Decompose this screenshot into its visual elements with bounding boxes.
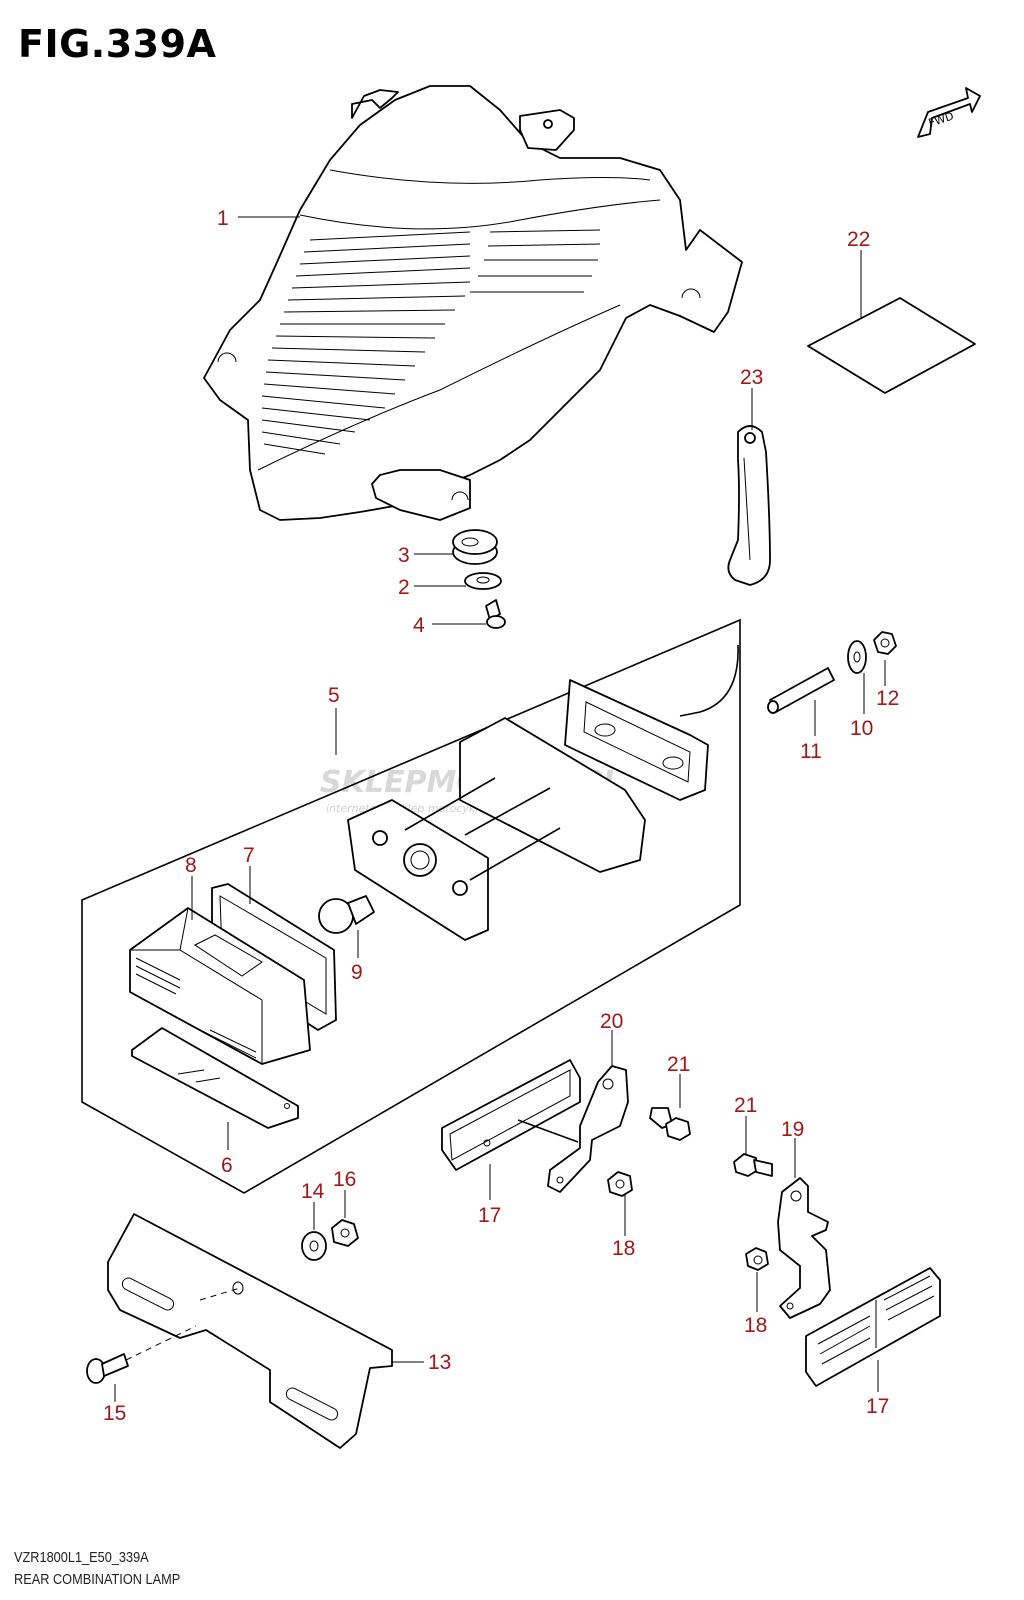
part-12-nut [873,631,897,655]
part-21-bolt-right [733,1153,773,1177]
callout-3: 3 [398,544,410,567]
callout-9: 9 [351,961,363,984]
callout-5: 5 [328,684,340,707]
figure-name: REAR COMBINATION LAMP [14,1571,181,1588]
part-4-screw [485,599,506,629]
part-10-washer [847,640,867,674]
callout-6: 6 [221,1154,233,1177]
callout-7: 7 [243,844,255,867]
callout-10: 10 [850,717,873,740]
callout-8: 8 [185,854,197,877]
reflector-hatching [135,957,257,1059]
callout-1: 1 [217,207,229,230]
part-14-washer [301,1231,327,1261]
callout-19: 19 [781,1118,804,1141]
lens-louvres [261,229,601,455]
part-5-assembly-outline [81,618,741,1194]
part-5-lamp-housing [347,644,739,941]
part-16-nut [331,1219,359,1247]
callout-21-center: 21 [667,1053,690,1076]
callout-2: 2 [398,576,410,599]
model-code: VZR1800L1_E50_339A [14,1549,149,1566]
part-18-nut-center [607,1171,633,1197]
reflector-hatching-right [817,1275,935,1365]
callout-16: 16 [333,1168,356,1191]
callout-numbers: 1 2 3 4 5 6 7 8 9 10 11 12 13 14 15 16 1… [103,207,899,1425]
part-21-bolt-center [649,1107,691,1141]
figure-title: FIG.339A [18,22,217,66]
callout-18-center: 18 [612,1237,635,1260]
leader-lines [114,216,886,1402]
part-9-bulb [318,895,375,934]
callout-18-right: 18 [744,1314,767,1337]
part-6-plate [131,1027,299,1129]
part-19-bracket [777,1177,831,1319]
callout-17-left: 17 [478,1204,501,1227]
callout-4: 4 [413,614,425,637]
callout-21-right: 21 [734,1094,757,1117]
part-8-lens [129,907,311,1065]
part-13-bracket [107,1213,393,1449]
callout-12: 12 [876,687,899,710]
part-15-screw [86,1353,129,1384]
forward-arrow-icon: FWD [917,87,981,138]
callout-14: 14 [301,1180,325,1203]
callout-23: 23 [740,366,763,389]
part-1-lamp-lens [203,85,743,521]
part-17-reflector-right [805,1267,941,1387]
callout-20: 20 [600,1010,623,1033]
part-2-washer [464,572,502,590]
callout-15: 15 [103,1402,126,1425]
part-23-strap [727,425,771,586]
callout-13: 13 [428,1351,451,1374]
callout-22: 22 [847,228,870,251]
part-17-reflector-left [441,1059,581,1171]
part-20-bracket [517,1065,629,1193]
part-3-grommet [452,529,498,565]
callout-11: 11 [800,740,822,763]
part-18-nut-right [745,1247,769,1271]
part-11-spacer [767,667,835,714]
part-22-label [807,297,976,394]
callout-17-right: 17 [866,1395,889,1418]
